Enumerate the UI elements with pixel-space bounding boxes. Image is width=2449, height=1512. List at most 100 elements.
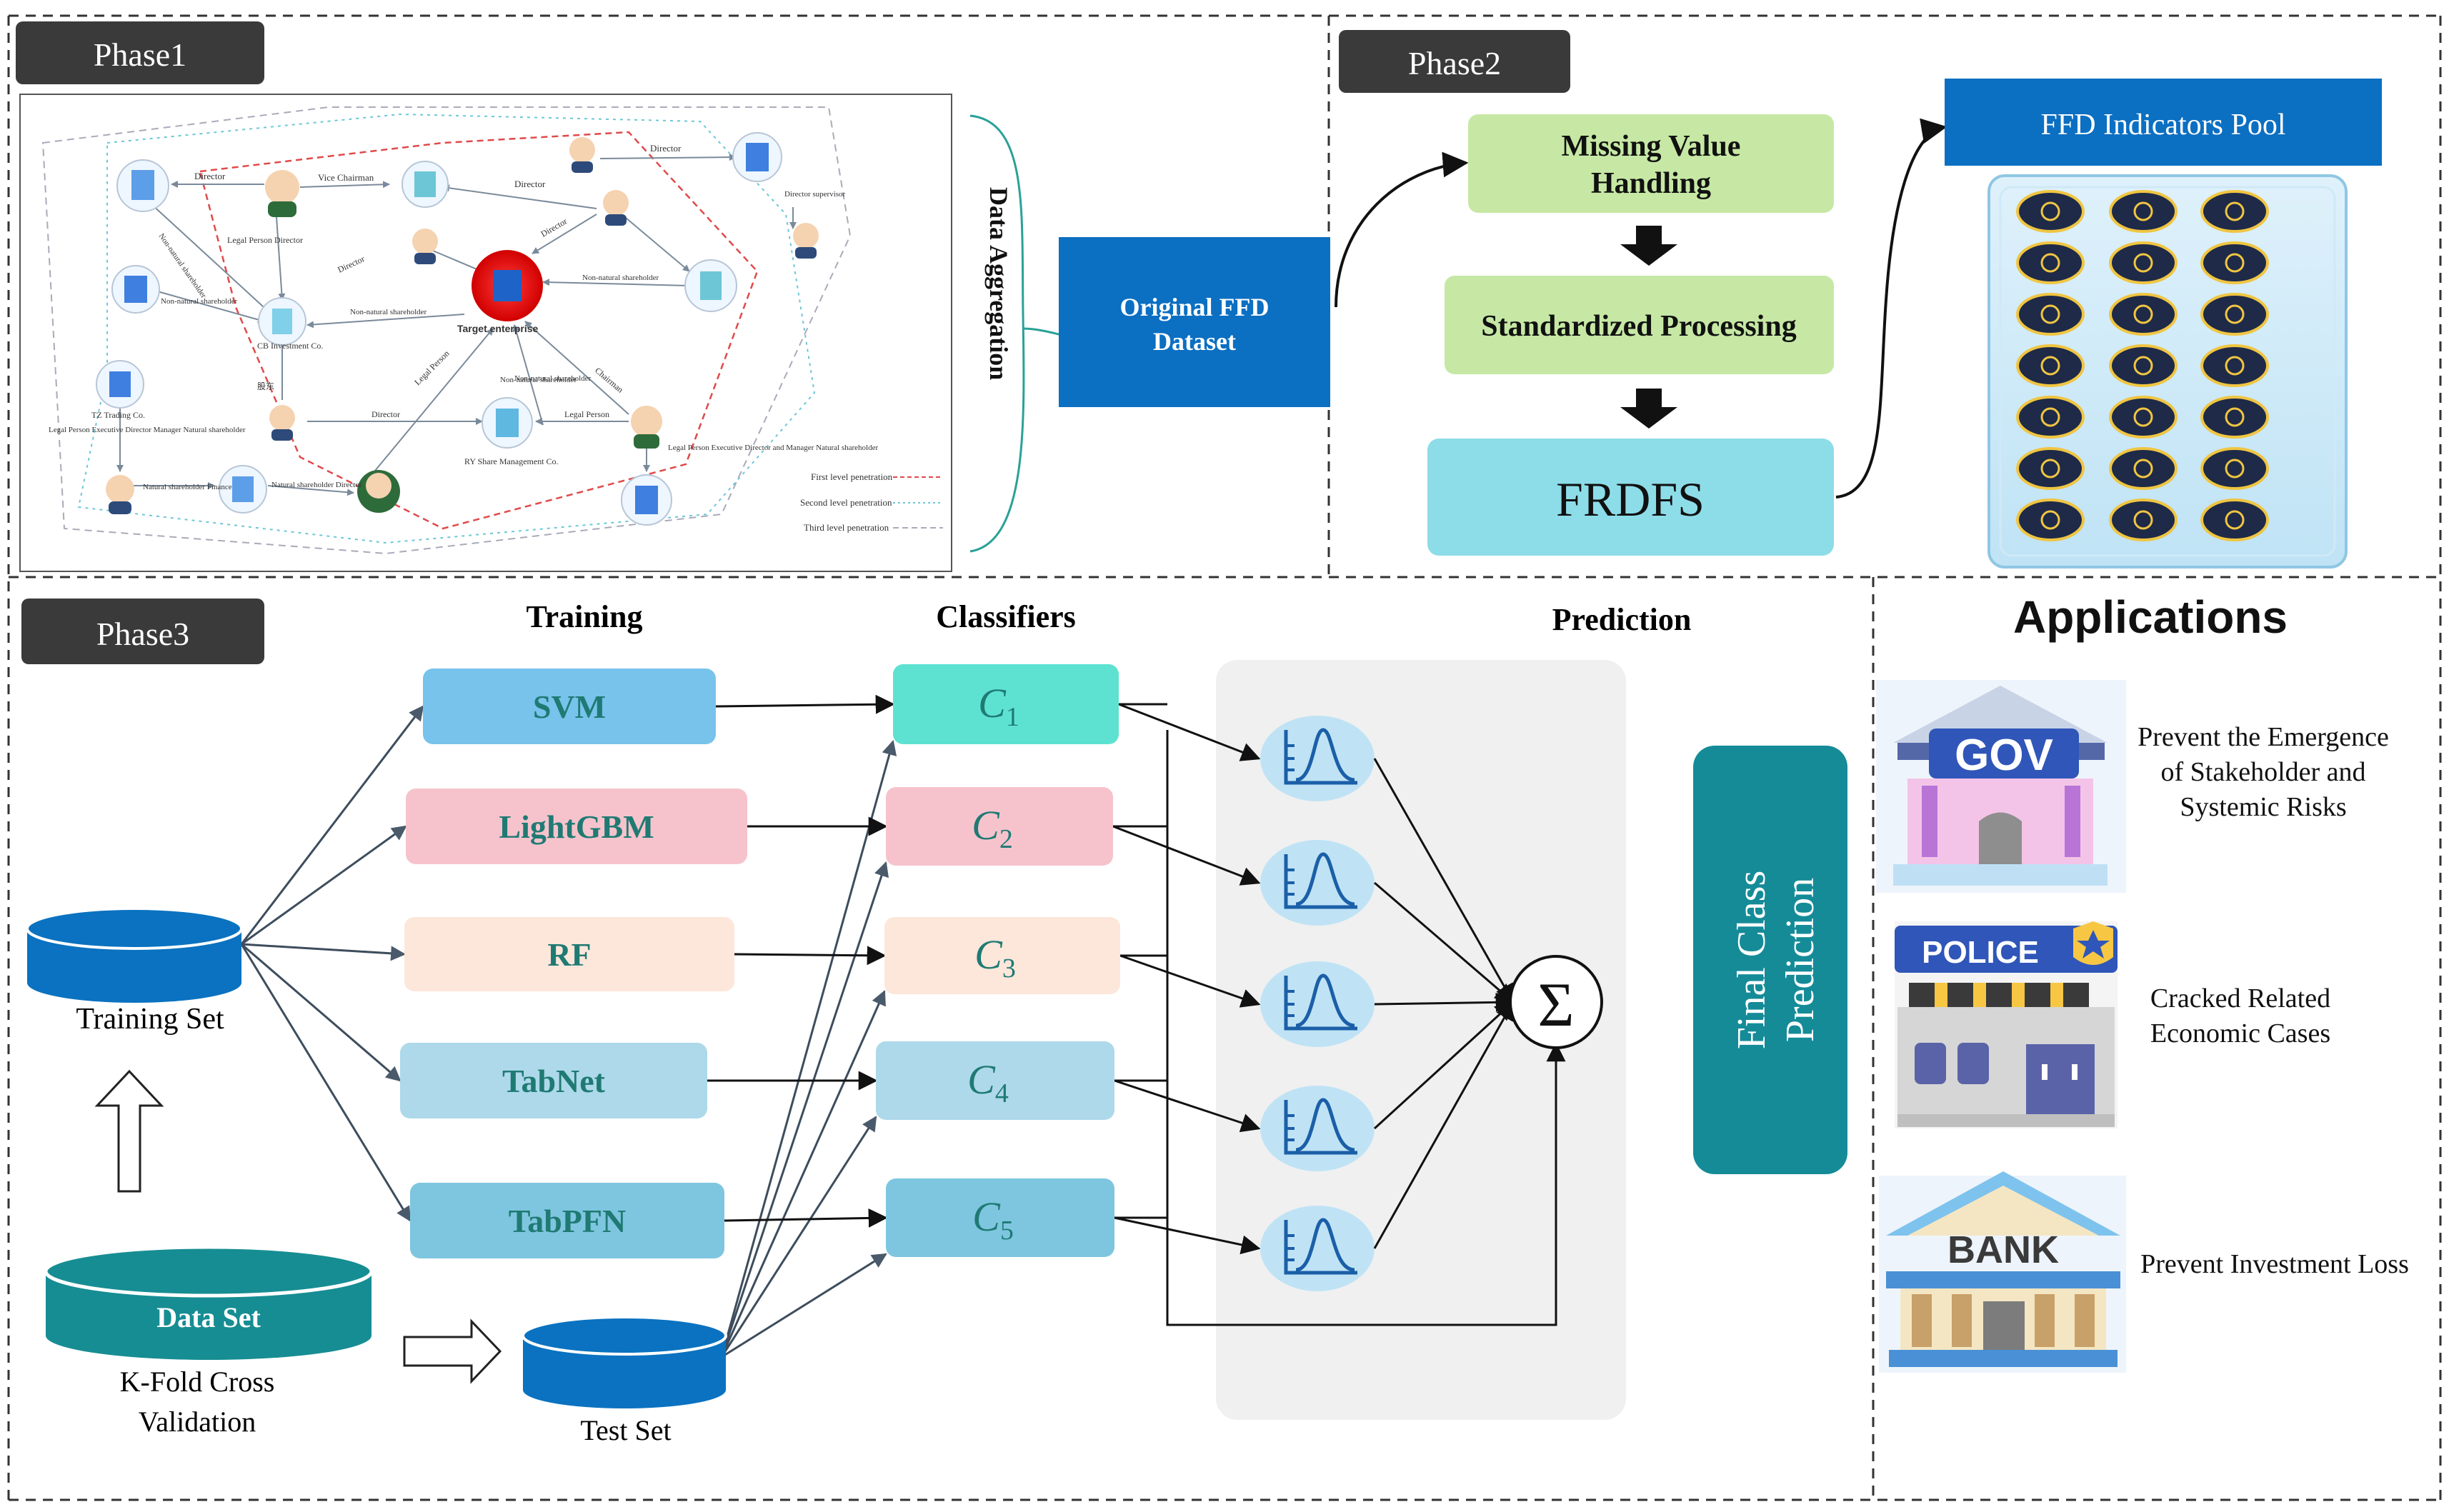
phase2-tag: Phase2 (1339, 30, 1570, 93)
prediction-edge (1119, 954, 1261, 1008)
svg-text:Non-natural shareholder: Non-natural shareholder (582, 274, 659, 282)
svg-text:Cracked Related: Cracked Related (2150, 983, 2330, 1013)
svg-text:Test Set: Test Set (580, 1414, 671, 1446)
indicator-icon (2109, 344, 2178, 387)
indicator-icon (2200, 190, 2269, 233)
svg-text:Phase2: Phase2 (1408, 45, 1501, 81)
svg-text:Prediction: Prediction (1778, 878, 1822, 1042)
police-building-icon: POLICE (1895, 921, 2118, 1128)
svg-text:of Stakeholder and: of Stakeholder and (2160, 757, 2365, 787)
test-set-cylinder: Test Set (522, 1316, 727, 1446)
indicator-icon (2016, 396, 2085, 439)
final-class-box: Final Class Prediction (1693, 746, 1847, 1174)
model-edge (734, 946, 887, 966)
distribution-node-4 (1260, 1001, 1515, 1171)
indicator-icon (2200, 499, 2269, 541)
svg-text:CB Investment Co.: CB Investment Co. (257, 341, 323, 351)
indicator-icon (2109, 447, 2178, 490)
training-edge (241, 943, 401, 1082)
original-dataset-box: Original FFD Dataset (1059, 237, 1330, 407)
distribution-node-5 (1260, 1000, 1515, 1291)
prediction-edge (1118, 703, 1261, 761)
svg-text:Dataset: Dataset (1153, 327, 1236, 356)
classifier-label: C4 (967, 1056, 1009, 1108)
prediction-heading: Prediction (1552, 602, 1692, 637)
svg-text:Training Set: Training Set (76, 1003, 224, 1036)
model-label: LightGBM (499, 808, 654, 845)
indicator-icon (2109, 241, 2178, 284)
applications-title: Applications (2013, 591, 2288, 643)
svg-text:Legal Person Executive Directo: Legal Person Executive Director Manager … (49, 426, 246, 434)
distribution-node-2 (1260, 840, 1515, 1003)
svg-text:Phase1: Phase1 (94, 36, 186, 73)
training-heading: Training (526, 599, 642, 634)
svg-text:Missing Value: Missing Value (1562, 130, 1741, 163)
test-edge (720, 739, 897, 1358)
network-legend: First level penetration Second level pen… (800, 471, 943, 533)
svg-text:Systemic Risks: Systemic Risks (2180, 792, 2346, 822)
model-label: RF (547, 936, 591, 973)
application-texts: Prevent the Emergence of Stakeholder and… (2138, 722, 2409, 1279)
svg-text:GOV: GOV (1955, 731, 2053, 780)
svg-text:BANK: BANK (1947, 1228, 2059, 1271)
classifier-label: C1 (978, 680, 1019, 732)
svg-text:Director supervisor: Director supervisor (784, 190, 846, 199)
svg-text:POLICE: POLICE (1922, 935, 2039, 970)
svg-text:Second level penetration: Second level penetration (800, 497, 892, 508)
svg-text:Third level penetration: Third level penetration (804, 522, 889, 533)
sum-edge (1374, 881, 1515, 1003)
model-tabnet: TabNet (400, 1043, 707, 1118)
distribution-node-3 (1260, 961, 1515, 1047)
model-label: TabPFN (509, 1203, 626, 1239)
training-set-cylinder: Training Set (26, 907, 243, 1036)
indicator-icon (2109, 499, 2178, 541)
arrow-to-pool (1835, 118, 1947, 499)
sum-edge (1373, 1001, 1515, 1130)
model-svm: SVM (423, 669, 716, 744)
training-set-edges (240, 705, 424, 1222)
svg-text:FRDFS: FRDFS (1556, 472, 1705, 526)
summation-node: Σ (1509, 955, 1603, 1049)
model-edge (724, 1208, 888, 1228)
svg-text:FFD Indicators Pool: FFD Indicators Pool (2040, 109, 2285, 141)
data-set-cylinder: Data Set K-Fold Cross Validation (44, 1245, 374, 1438)
sum-edge (1374, 992, 1515, 1012)
model-edge (715, 694, 895, 714)
test-edge (720, 1116, 877, 1358)
classifier-c3: C3 (884, 917, 1120, 994)
model-rf: RF (404, 917, 734, 991)
indicator-icon (2109, 396, 2178, 439)
company-nodes (96, 132, 782, 526)
indicator-icon (2016, 499, 2085, 541)
svg-text:Standardized Processing: Standardized Processing (1481, 310, 1796, 343)
svg-text:Director: Director (650, 143, 682, 154)
indicators-pool-panel (1987, 174, 2348, 569)
test-edge (721, 1253, 887, 1358)
indicator-icon (2200, 447, 2269, 490)
svg-text:Director: Director (371, 409, 400, 419)
svg-text:Legal Person Director: Legal Person Director (227, 235, 303, 245)
arrow-to-missing (1335, 151, 1469, 308)
indicator-icon (2200, 396, 2269, 439)
indicator-icon (2200, 241, 2269, 284)
svg-text:Legal Person: Legal Person (564, 409, 609, 419)
svg-text:Non-natural shareholder: Non-natural shareholder (161, 297, 238, 306)
indicator-icon (2016, 344, 2085, 387)
svg-text:Vice Chairman: Vice Chairman (318, 172, 374, 183)
indicator-icon (2109, 293, 2178, 336)
svg-text:Handling: Handling (1591, 167, 1711, 200)
svg-text:Legal Person Executive Directo: Legal Person Executive Director and Mana… (668, 444, 878, 452)
test-edge (720, 861, 889, 1358)
indicator-icon (2016, 241, 2085, 284)
svg-text:RY Share Management Co.: RY Share Management Co. (464, 456, 559, 466)
distribution-nodes (1260, 716, 1515, 1291)
missing-value-box: Missing Value Handling (1468, 114, 1834, 213)
svg-text:Data Set: Data Set (156, 1301, 261, 1333)
svg-text:Original FFD: Original FFD (1120, 293, 1270, 321)
svg-text:Phase3: Phase3 (96, 616, 189, 652)
svg-text:Non-natural shareholder: Non-natural shareholder (350, 308, 427, 316)
training-edge (241, 825, 407, 946)
svg-text:Prevent the Emergence: Prevent the Emergence (2138, 722, 2389, 752)
